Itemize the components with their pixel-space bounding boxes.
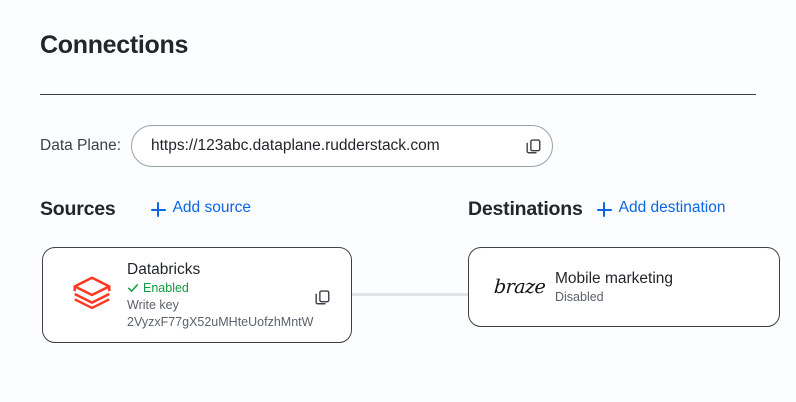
braze-logo-text: braze — [493, 276, 547, 298]
destination-name: Mobile marketing — [555, 269, 674, 287]
add-source-label: Add source — [172, 198, 251, 216]
plus-icon — [596, 202, 612, 217]
source-name: Databricks — [127, 260, 201, 278]
source-card-body: Databricks Enabled Write key 2VyzxF77gX5… — [125, 260, 351, 331]
status-badge: Enabled — [127, 280, 351, 297]
add-source-button[interactable]: Add source — [150, 198, 251, 217]
data-plane-label: Data Plane: — [40, 137, 121, 154]
sources-title: Sources — [40, 198, 116, 220]
title-divider — [40, 94, 756, 95]
plus-icon — [150, 202, 166, 217]
destinations-title: Destinations — [468, 198, 583, 220]
databricks-logo — [59, 272, 125, 318]
write-key-value: 2VyzxF77gX52uMHteUofzhMntW — [127, 314, 314, 329]
page-title: Connections — [40, 31, 189, 59]
copy-icon[interactable] — [514, 126, 552, 166]
connection-line — [348, 293, 470, 296]
status-label: Disabled — [555, 289, 604, 304]
check-icon — [127, 282, 139, 294]
destination-card-body: Mobile marketing Disabled — [553, 269, 779, 306]
write-key-label: Write key — [127, 297, 179, 312]
status-badge: Disabled — [555, 289, 779, 306]
data-plane-url: https://123abc.dataplane.rudderstack.com — [151, 137, 440, 154]
destination-card-braze[interactable]: braze Mobile marketing Disabled — [468, 247, 780, 327]
data-plane-row: Data Plane: https://123abc.dataplane.rud… — [40, 124, 553, 168]
data-plane-field[interactable]: https://123abc.dataplane.rudderstack.com — [131, 125, 553, 167]
destinations-header: Destinations Add destination — [468, 198, 725, 221]
add-destination-label: Add destination — [618, 198, 726, 216]
braze-logo: braze — [487, 276, 553, 298]
sources-header: Sources Add source — [40, 198, 251, 221]
status-label: Enabled — [143, 280, 189, 295]
copy-icon[interactable] — [311, 286, 333, 308]
source-card-databricks[interactable]: Databricks Enabled Write key 2VyzxF77gX5… — [42, 247, 352, 343]
add-destination-button[interactable]: Add destination — [596, 198, 726, 217]
